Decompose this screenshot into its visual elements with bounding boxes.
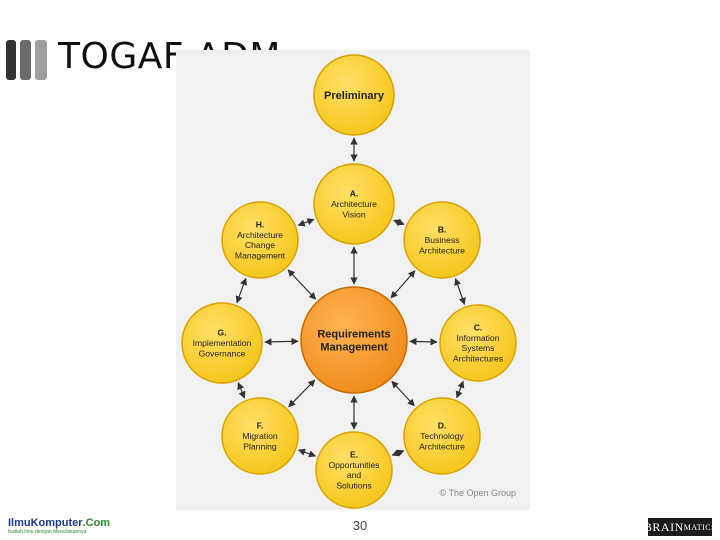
phase-node-d (403, 397, 481, 475)
connector-arrow (237, 382, 246, 399)
phase-node-b (403, 201, 481, 279)
phase-node-c (439, 304, 517, 382)
node-label-line: Governance (199, 348, 246, 358)
node-label-line: G. (217, 328, 226, 338)
node-label-line: Business (425, 235, 460, 245)
node-label-line: Technology (420, 431, 464, 441)
accent-bar (20, 40, 31, 80)
logo-text-main: BRAIN (643, 519, 684, 534)
node-label-line: A. (350, 189, 359, 199)
title-accent-bars (0, 40, 50, 80)
node-label-line: Management (320, 341, 388, 353)
node-label-line: H. (256, 220, 265, 230)
copyright-text: © The Open Group (439, 488, 516, 498)
node-label-line: Architecture (331, 199, 377, 209)
phase-node-a (313, 163, 395, 245)
node-label-line: Vision (342, 209, 365, 219)
connector-arrow (454, 278, 466, 305)
node-label-line: Opportunities (328, 460, 379, 470)
node-label-line: Solutions (336, 480, 371, 490)
node-label-line: Systems (462, 343, 495, 353)
node-label-line: Architecture (419, 441, 465, 451)
connector-arrow (264, 337, 299, 346)
node-label-line: Preliminary (324, 90, 385, 102)
node-label-line: Requirements (317, 328, 390, 340)
node-label-line: Implementation (193, 338, 252, 348)
connector-arrow (393, 218, 405, 227)
connector-arrow (288, 379, 316, 408)
logo-name-main: IlmuKomputer (8, 517, 83, 529)
node-label-line: Architecture (237, 230, 283, 240)
node-label-line: C. (474, 323, 483, 333)
connector-arrow (235, 277, 247, 304)
node-label-line: Architectures (453, 353, 503, 363)
node-label-line: F. (257, 421, 264, 431)
phase-node-g (181, 302, 263, 384)
connector-arrow (390, 270, 416, 299)
node-label-line: Architecture (419, 245, 465, 255)
connector-arrow (391, 449, 405, 457)
togaf-adm-diagram: PreliminaryA.ArchitectureVisionB.Busines… (176, 50, 530, 510)
logo-tagline: Ikatlah Ilmu dengan Menuliskannya (8, 529, 87, 535)
node-label-line: Planning (243, 441, 277, 451)
node-label-line: Change (245, 240, 275, 250)
connector-arrow (409, 337, 438, 346)
node-label-line: Migration (242, 431, 278, 441)
phase-node-h (221, 201, 299, 279)
phase-node-f (221, 397, 299, 475)
accent-bar (35, 40, 47, 80)
node-label-line: and (347, 470, 362, 480)
node-label-line: D. (438, 421, 447, 431)
logo-text-suffix: MATICS (683, 522, 717, 532)
node-label-line: E. (350, 450, 358, 460)
phase-node-pre (313, 54, 395, 136)
connector-arrow (287, 269, 317, 300)
connector-arrow (297, 218, 315, 227)
ilmukomputer-logo: IlmuKomputer.Com Ikatlah Ilmu dengan Men… (8, 517, 110, 535)
requirements-management-node (300, 286, 408, 394)
connector-arrow (391, 380, 415, 407)
node-label-line: Information (457, 333, 500, 343)
accent-bar (6, 40, 16, 80)
logo-name-suffix: .Com (82, 517, 111, 529)
connector-arrow (455, 380, 465, 399)
node-label-line: B. (438, 225, 447, 235)
page-number: 30 (352, 518, 368, 533)
node-label-line: Management (235, 250, 286, 260)
connector-arrow (297, 448, 317, 458)
phase-node-e (315, 431, 393, 509)
